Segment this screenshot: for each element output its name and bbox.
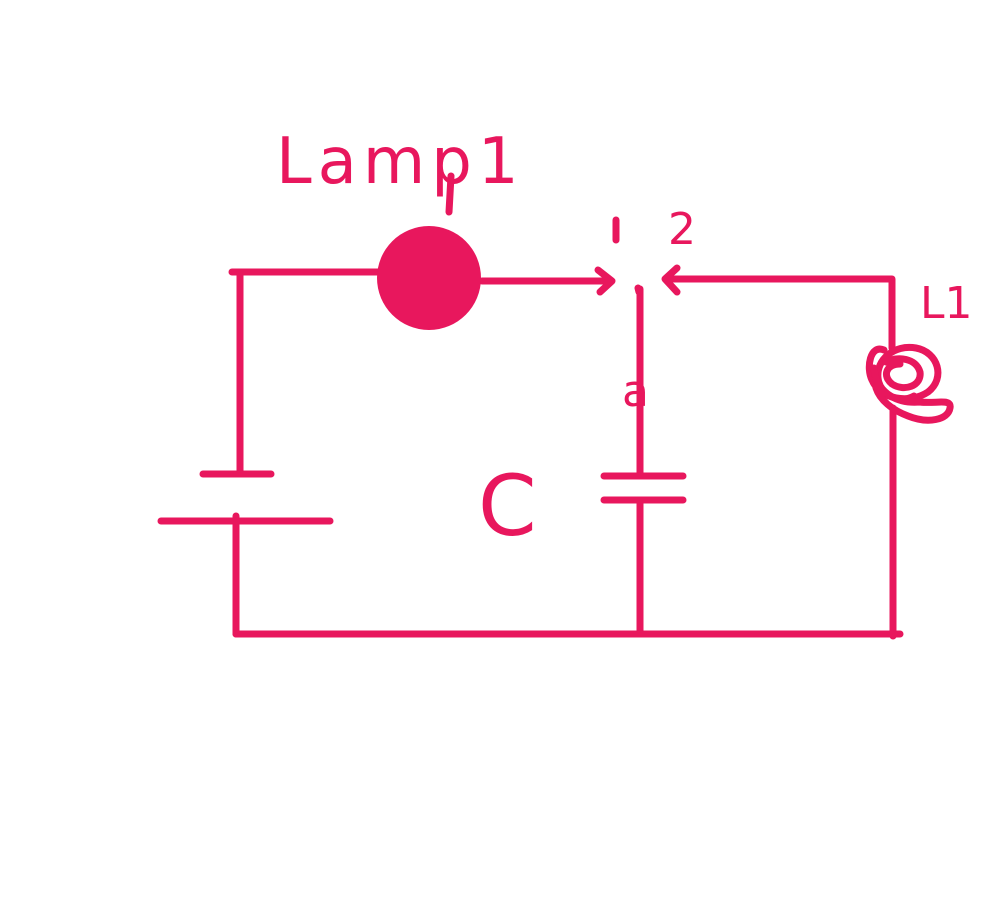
lamp-label: Lamp1 (276, 125, 525, 199)
inductor-symbol (865, 343, 954, 424)
inductor-scribble-3 (882, 355, 924, 391)
arrowhead-switch-right (661, 264, 681, 296)
wires (228, 264, 904, 640)
inductor-label: L1 (920, 278, 973, 329)
switch-terminal-2-label: 2 (668, 204, 696, 255)
arrowhead-switch-left (594, 266, 616, 296)
battery-symbol (157, 470, 334, 525)
wire-switch-to-inductor (664, 275, 896, 352)
lamp-leader-line (445, 172, 455, 216)
switch-terminal-a-label: a (622, 366, 649, 417)
switch-dot-left (634, 284, 643, 296)
lamp-symbol (377, 226, 481, 330)
capacitor-label: C (478, 457, 537, 555)
capacitor-symbol (600, 472, 687, 504)
inductor-scribble-2 (870, 364, 954, 424)
